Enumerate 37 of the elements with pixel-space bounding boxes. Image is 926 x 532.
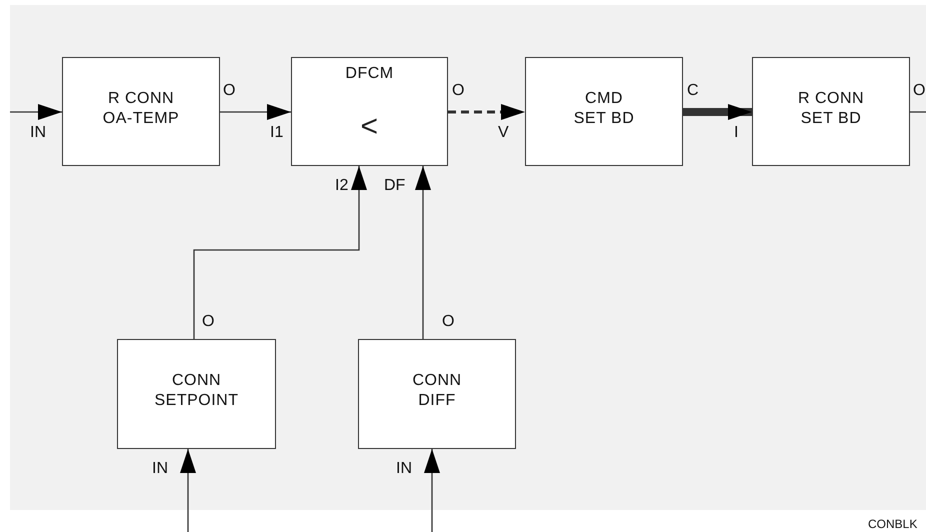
- port-label: C: [687, 83, 699, 99]
- port-label: IN: [152, 461, 168, 477]
- port-label: DF: [384, 178, 406, 194]
- port-label: V: [498, 125, 509, 141]
- function-block: [117, 339, 276, 449]
- function-block: [525, 57, 683, 166]
- arrow: [220, 104, 291, 120]
- block-symbol: <: [360, 112, 379, 142]
- arrow: [193, 166, 367, 339]
- block-label: R CONN SET BD: [797, 88, 865, 128]
- arrow: [415, 166, 431, 339]
- block-label: CONN DIFF: [411, 371, 463, 411]
- block-label: CMD SET BD: [572, 88, 636, 128]
- arrow: [448, 104, 525, 120]
- function-block: [291, 57, 448, 166]
- port-label: IN: [30, 125, 46, 141]
- arrow: [683, 104, 752, 120]
- port-label: O: [223, 83, 236, 99]
- function-block: [358, 339, 516, 449]
- function-block: [752, 57, 910, 166]
- port-label: O: [442, 314, 454, 330]
- arrow: [180, 449, 196, 532]
- port-label: I1: [270, 125, 284, 141]
- block-label: CONN SETPOINT: [153, 371, 240, 411]
- port-label: O: [452, 83, 464, 99]
- block-title: DFCM: [345, 64, 394, 84]
- figure-id: CONBLK: [868, 516, 918, 532]
- connector-line: [910, 111, 926, 113]
- port-label: O: [202, 314, 214, 330]
- block-label: R CONN OA-TEMP: [102, 88, 180, 128]
- function-block: [62, 57, 220, 166]
- port-label: I: [734, 125, 738, 141]
- port-label: O: [913, 83, 926, 99]
- port-label: IN: [396, 461, 412, 477]
- arrow: [424, 449, 440, 532]
- port-label: I2: [335, 178, 348, 194]
- arrow: [10, 104, 62, 120]
